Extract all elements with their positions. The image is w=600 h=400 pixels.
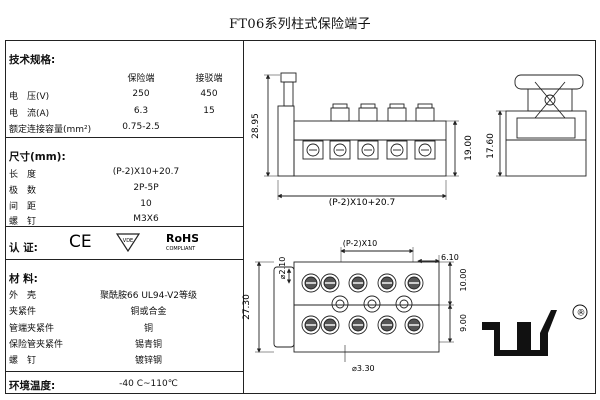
dim-height-label: 28.95 xyxy=(251,113,261,139)
tech-value: 15 xyxy=(203,106,215,116)
tech-value: 250 xyxy=(132,89,150,99)
material-label: 夹紧件 xyxy=(9,307,37,317)
tech-value: 0.75-2.5 xyxy=(122,122,160,132)
terminal-post xyxy=(302,140,324,160)
screw-head xyxy=(404,273,424,293)
screw-head xyxy=(320,273,340,293)
registered-mark: ® xyxy=(577,309,586,319)
vde-mark-text: VDE xyxy=(123,238,133,244)
material-label: 管端夹紧件 xyxy=(9,324,55,334)
terminal-post xyxy=(357,103,379,160)
spec-frame: 技术规格: 保险端 接驳端 电 压(V) 250 450 电 流(A) 6.3 … xyxy=(5,40,596,394)
dims-value: 10 xyxy=(140,199,152,209)
dim-610-label: 6.10 xyxy=(441,253,459,262)
terminal-post xyxy=(386,103,408,160)
dims-value: M3X6 xyxy=(133,214,159,224)
screw-head xyxy=(348,273,368,293)
env-heading: 环境温度: xyxy=(9,380,56,392)
dim-pitch-label: (P-2)X10 xyxy=(343,239,378,248)
material-label: 螺 钉 xyxy=(9,356,37,366)
cert-heading: 认 证: xyxy=(9,242,38,254)
side-view xyxy=(496,74,587,177)
tech-col-fuse: 保险端 xyxy=(127,74,155,84)
rohs-compliant-text: COMPLIANT xyxy=(166,246,196,252)
material-value: 聚酰胺66 UL94-V2等级 xyxy=(100,291,197,301)
dims-label: 螺 钉 xyxy=(9,217,37,227)
dims-label: 间 距 xyxy=(9,202,37,212)
env-value: -40 C~110℃ xyxy=(119,379,178,389)
vde-mark-icon: VDE xyxy=(116,233,140,252)
section-divider xyxy=(6,259,243,260)
section-divider xyxy=(6,371,243,372)
dims-value: 2P-5P xyxy=(133,183,159,193)
dim-length-label: (P-2)X10+20.7 xyxy=(329,198,395,208)
tech-col-connect: 接驳端 xyxy=(195,74,223,84)
column-divider xyxy=(243,41,244,393)
front-view xyxy=(264,72,459,200)
screw-head xyxy=(301,273,321,293)
rohs-mark-icon: RoHS COMPLIANT xyxy=(166,232,198,252)
tech-label: 电 压(V) xyxy=(9,92,50,102)
dims-label: 极 数 xyxy=(9,186,37,196)
dim-1000-label: 10.00 xyxy=(459,269,468,292)
ce-mark-text: CE xyxy=(69,232,92,252)
material-value: 铜 xyxy=(143,324,153,334)
material-label: 保险管夹紧件 xyxy=(9,340,64,350)
screw-head xyxy=(320,315,340,335)
section-divider xyxy=(6,137,243,138)
tech-value: 6.3 xyxy=(133,106,149,116)
tech-heading: 技术规格: xyxy=(9,54,56,66)
brand-logo-icon xyxy=(482,304,588,356)
dims-heading: 尺寸(mm): xyxy=(9,151,66,163)
mounting-hole xyxy=(331,295,349,313)
dims-value: (P-2)X10+20.7 xyxy=(112,167,180,177)
dim-hole-label: ⌀2.10 xyxy=(278,257,287,280)
material-value: 铜或合金 xyxy=(130,307,167,317)
dim-330-label: ⌀3.30 xyxy=(352,364,375,373)
tech-value: 450 xyxy=(200,89,218,99)
dim-side-label: 17.60 xyxy=(486,133,496,159)
terminal-post xyxy=(329,103,351,160)
screw-head xyxy=(301,315,321,335)
screw-head xyxy=(377,315,397,335)
tech-label: 电 流(A) xyxy=(9,109,50,119)
material-value: 锡青铜 xyxy=(134,340,162,350)
screw-head xyxy=(377,273,397,293)
section-divider xyxy=(6,226,243,227)
screw-head xyxy=(348,315,368,335)
dims-label: 长 度 xyxy=(9,170,37,180)
terminal-post xyxy=(414,103,436,160)
material-label: 外 壳 xyxy=(9,291,37,301)
ce-mark-icon: CE xyxy=(69,232,92,252)
rohs-mark-text: RoHS xyxy=(166,232,198,245)
materials-heading: 材 料: xyxy=(9,273,38,285)
dim-depth-label: 27.30 xyxy=(242,294,252,320)
mounting-hole xyxy=(363,295,381,313)
dim-body-label: 19.00 xyxy=(464,135,474,161)
material-value: 镀锌钢 xyxy=(134,356,162,366)
screw-head xyxy=(404,315,424,335)
mounting-hole xyxy=(395,295,413,313)
dim-900-label: 9.00 xyxy=(459,314,468,332)
tech-label: 额定连接容量(mm²) xyxy=(9,125,92,135)
page-title: FT06系列柱式保险端子 xyxy=(229,17,371,32)
top-view xyxy=(255,247,454,362)
